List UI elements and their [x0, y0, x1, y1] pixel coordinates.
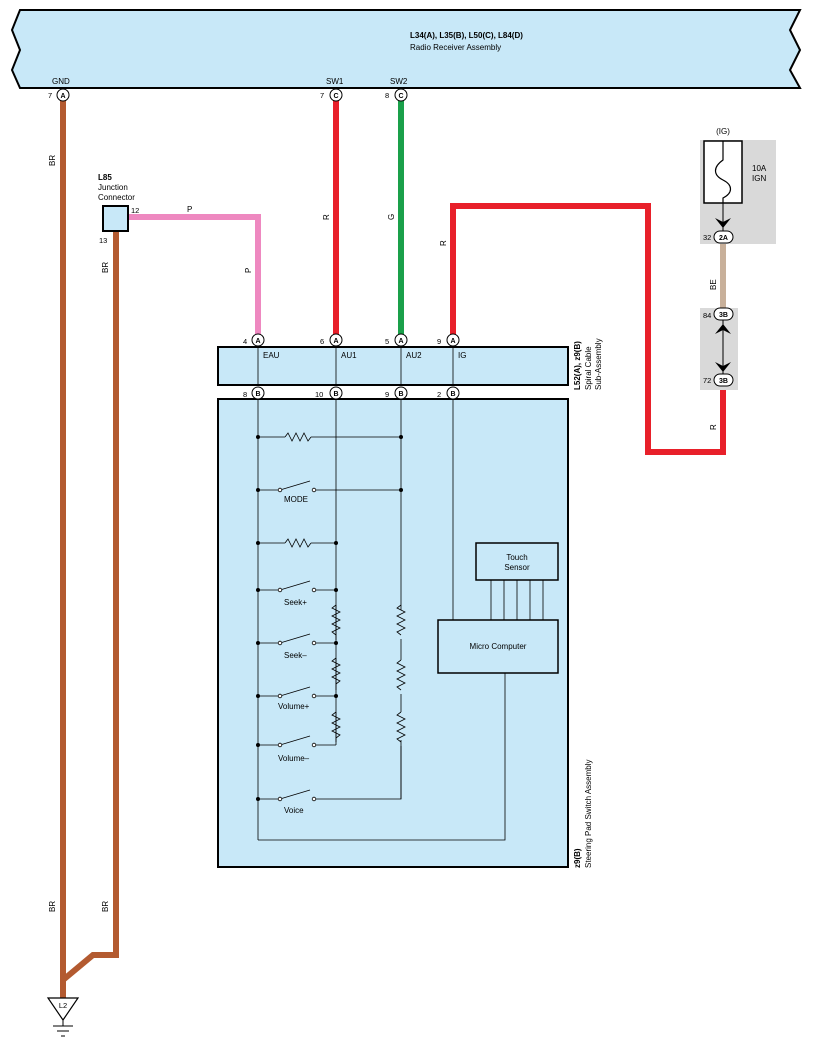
- spiral-id: L52(A), z9(B): [573, 341, 582, 390]
- spiral-pin-label-au2: AU2: [406, 351, 422, 360]
- switch-label-seek-up: Seek+: [284, 598, 307, 607]
- wire-label-gnd-bottom: BR: [48, 901, 57, 912]
- radio-sw1-label: SW1: [326, 77, 344, 86]
- steering-internal-circuit: MODE Seek+ Seek– Volume+ Volume– Voice T…: [256, 399, 559, 841]
- wire-label-junction-bottom: BR: [101, 901, 110, 912]
- radio-sw2-pin-num: 8: [385, 91, 389, 100]
- wires: [60, 100, 726, 1000]
- switch-label-mode: MODE: [284, 495, 308, 504]
- radio-name: Radio Receiver Assembly: [410, 43, 501, 52]
- radio-gnd-label: GND: [52, 77, 70, 86]
- fuse-pin-bot-num: 72: [703, 376, 711, 385]
- spiral-bottom-conn-3: B: [398, 391, 403, 398]
- fuse-pin-top-num: 32: [703, 233, 711, 242]
- spiral-top-pin-num-2: 6: [320, 337, 324, 346]
- radio-sw2-label: SW2: [390, 77, 408, 86]
- wire-labels: BR R G R P P BR BR BR BE R: [48, 155, 718, 912]
- spiral-top-conn-2: A: [333, 338, 338, 345]
- wire-label-eau: P: [244, 268, 253, 273]
- spiral-top-conn-4: A: [450, 338, 455, 345]
- wire-label-fuse-out: BE: [709, 279, 718, 290]
- radio-pins: 7 A 7 C 8 C: [48, 88, 408, 102]
- junction-pin-out: 13: [99, 236, 107, 245]
- ground-symbol: L2: [46, 997, 80, 1037]
- wire-label-sw2: G: [387, 214, 396, 220]
- wire-label-gnd: BR: [48, 155, 57, 166]
- wire-label-ig: R: [439, 240, 448, 246]
- fuse-pin-mid-num: 84: [703, 311, 711, 320]
- spiral-top-pins: 4 A 6 A 5 A 9 A: [243, 333, 460, 347]
- fuse-block: (IG) 10A IGN 32 2A 84 3B 72 3B: [700, 127, 776, 390]
- radio-gnd-conn: A: [60, 93, 65, 100]
- switch-label-volume-up: Volume+: [278, 702, 310, 711]
- spiral-bottom-pin-num-1: 8: [243, 390, 247, 399]
- radio-receiver-assembly: L34(A), L35(B), L50(C), L84(D) Radio Rec…: [10, 9, 802, 89]
- spiral-bottom-conn-4: B: [450, 391, 455, 398]
- switch-label-seek-down: Seek–: [284, 651, 307, 660]
- wire-label-junction-out: P: [187, 205, 192, 214]
- fuse-rating: 10A: [752, 164, 767, 173]
- touch-sensor-label-1: Touch: [506, 553, 527, 562]
- spiral-top-pin-num-4: 9: [437, 337, 441, 346]
- wire-ig-red: [450, 203, 726, 455]
- radio-ids: L34(A), L35(B), L50(C), L84(D): [410, 31, 523, 40]
- junction-name-2: Connector: [98, 193, 135, 202]
- micro-computer-label: Micro Computer: [470, 642, 527, 651]
- fuse-pin-top-conn: 2A: [719, 235, 728, 242]
- wire-label-sw1: R: [322, 214, 331, 220]
- spiral-top-conn-3: A: [398, 338, 403, 345]
- spiral-top-conn-1: A: [255, 338, 260, 345]
- steering-name: Steering Pad Switch Assembly: [584, 760, 593, 869]
- spiral-top-pin-num-1: 4: [243, 337, 247, 346]
- switch-label-voice: Voice: [284, 806, 304, 815]
- wire-junction-br: [61, 232, 119, 983]
- wire-label-fuse-return: R: [709, 424, 718, 430]
- steering-id: z9(B): [573, 848, 582, 868]
- spiral-bottom-conn-1: B: [255, 391, 260, 398]
- spiral-bottom-conn-2: B: [333, 391, 338, 398]
- wire-label-junction-down: BR: [101, 262, 110, 273]
- fuse-name: IGN: [752, 174, 766, 183]
- radio-sw1-pin-num: 7: [320, 91, 324, 100]
- spiral-bottom-pins: 8 B 10 B 9 B 2 B: [243, 386, 460, 400]
- spiral-top-pin-num-3: 5: [385, 337, 389, 346]
- spiral-bottom-pin-num-2: 10: [315, 390, 323, 399]
- radio-gnd-pin-num: 7: [48, 91, 52, 100]
- junction-pin-in: 12: [131, 206, 139, 215]
- radio-sw1-conn: C: [333, 93, 338, 100]
- switch-label-volume-down: Volume–: [278, 754, 310, 763]
- fuse-source: (IG): [716, 127, 730, 136]
- touch-sensor-label-2: Sensor: [504, 563, 530, 572]
- fuse-pin-bot-conn: 3B: [719, 378, 728, 385]
- junction-id: L85: [98, 173, 112, 182]
- junction-connector: L85 Junction Connector 12 13: [98, 173, 139, 245]
- junction-name-1: Junction: [98, 183, 128, 192]
- spiral-name-1: Spiral Cable: [584, 346, 593, 390]
- wire-eau-pink: [128, 214, 261, 335]
- spiral-pin-label-au1: AU1: [341, 351, 357, 360]
- spiral-pin-label-eau: EAU: [263, 351, 280, 360]
- spiral-cable-assembly: EAU AU1 AU2 IG L52(A), z9(B) Spiral Cabl…: [217, 338, 603, 390]
- spiral-pin-label-ig: IG: [458, 351, 466, 360]
- radio-sw2-conn: C: [398, 93, 403, 100]
- spiral-bottom-pin-num-3: 9: [385, 390, 389, 399]
- spiral-bottom-pin-num-4: 2: [437, 390, 441, 399]
- fuse-pin-mid-conn: 3B: [719, 312, 728, 319]
- ground-id: L2: [59, 1001, 67, 1010]
- spiral-name-2: Sub-Assembly: [594, 338, 603, 390]
